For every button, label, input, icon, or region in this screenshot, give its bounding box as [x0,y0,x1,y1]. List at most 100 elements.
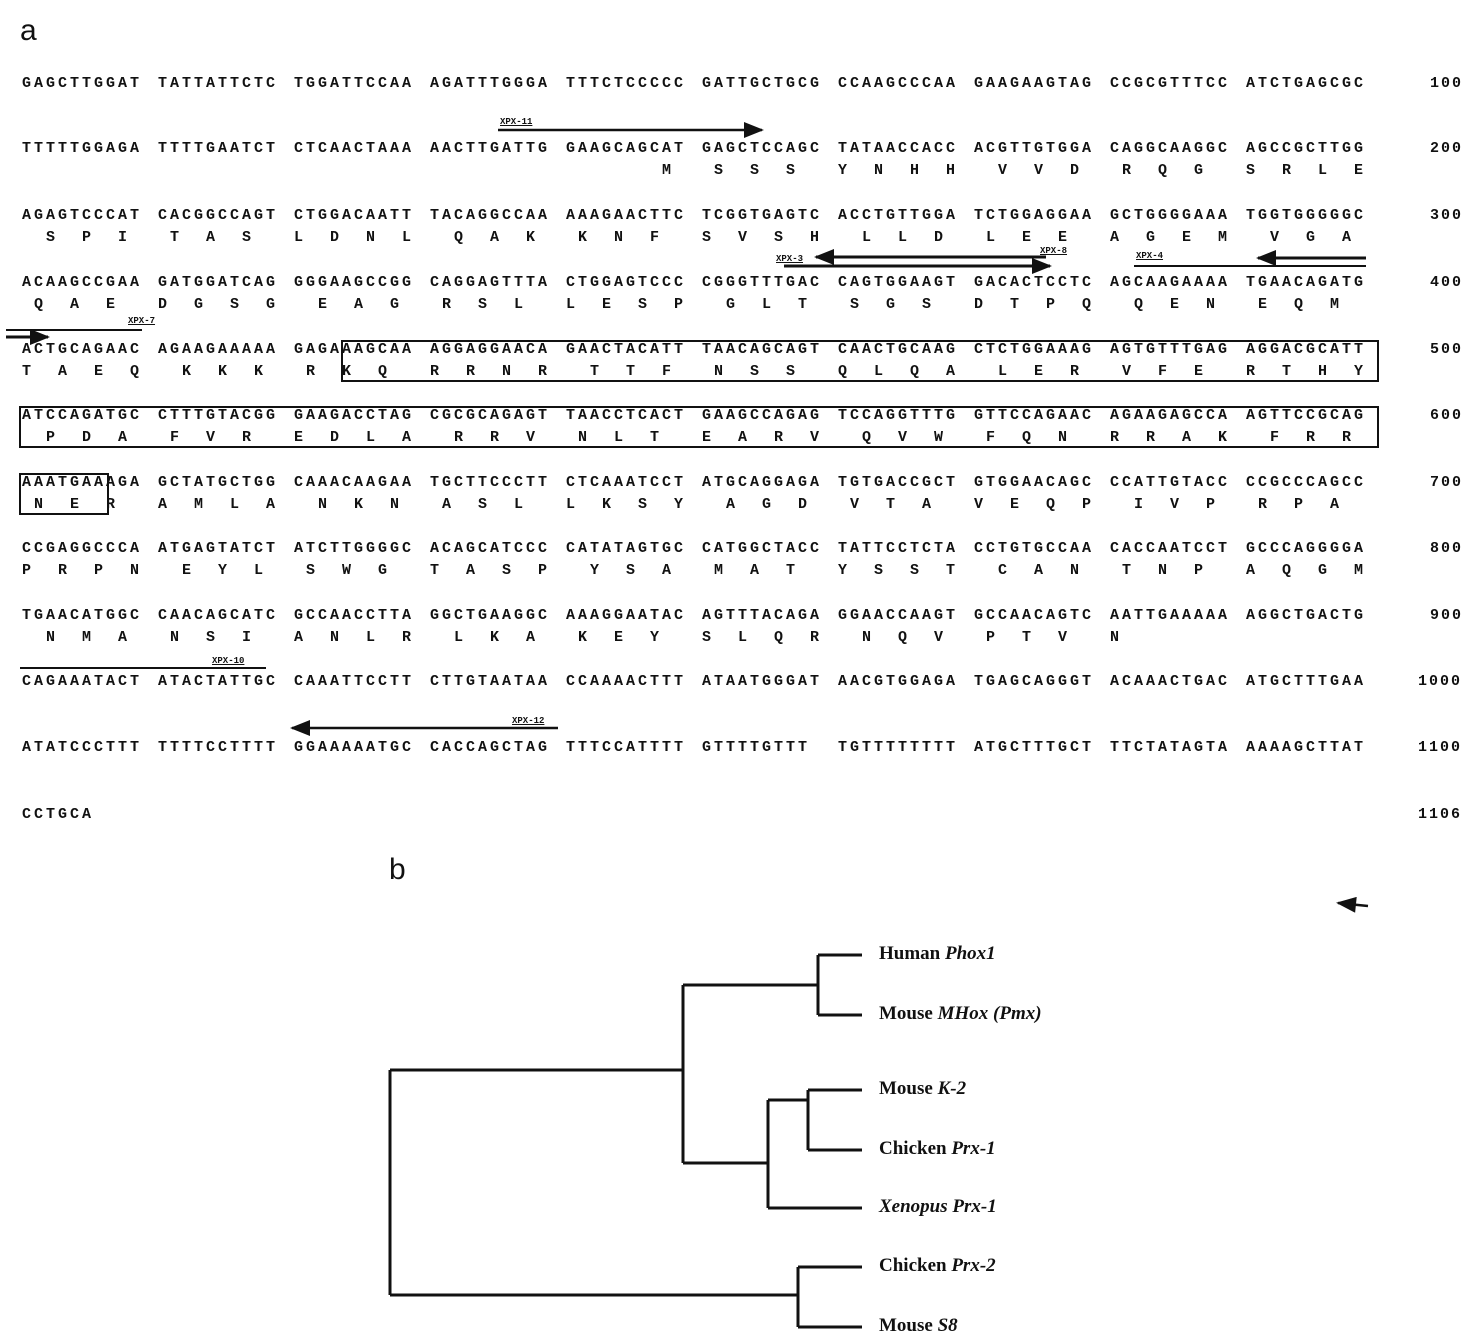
nucleotide-block: AAAGGAATAC [566,607,687,624]
nucleotide-block: TTTCTCCCCC [566,75,687,92]
amino-acid: Q [774,629,784,646]
nucleotide-block: CCTGCA [22,806,95,823]
amino-acid: C [998,562,1008,579]
amino-acid: A [738,429,748,446]
amino-acid: E [1258,296,1268,313]
amino-acid: T [650,429,660,446]
amino-acid: L [614,429,624,446]
amino-acid: R [1282,162,1292,179]
primer-label-xpx11: XPX-11 [500,117,533,127]
amino-acid: L [566,296,576,313]
amino-acid: R [1146,429,1156,446]
amino-acid: S [1246,162,1256,179]
nucleotide-block: TGAGCAGGGT [974,673,1095,690]
amino-acid: R [58,562,68,579]
amino-acid: R [1306,429,1316,446]
nucleotide-block: GCCAACAGTC [974,607,1095,624]
panel-b-label: b [389,853,406,886]
phylogenetic-tree [388,953,862,1329]
amino-acid: K [218,363,228,380]
amino-acid: T [786,562,796,579]
amino-acid: G [1146,229,1156,246]
nucleotide-block: TGAACAGATG [1246,274,1367,291]
nucleotide-block: TGAACATGGC [22,607,143,624]
nucleotide-block: GATTGCTGCG [702,75,823,92]
amino-acid: Y [838,562,848,579]
amino-acid: E [1182,229,1192,246]
nucleotide-block: ATGCAGGAGA [702,474,823,491]
nucleotide-block: TGGTGGGGGC [1246,207,1367,224]
nucleotide-block: CCGCGTTTCC [1110,75,1231,92]
amino-acid: Q [1046,496,1056,513]
amino-acid: S [910,562,920,579]
amino-acid: Q [1022,429,1032,446]
amino-acid: R [402,629,412,646]
nucleotide-block: GAAGAAGTAG [974,75,1095,92]
nucleotide-block: AACTTGATTG [430,140,551,157]
position-number: 1106 [1418,806,1463,823]
primer-label-xpx7: XPX-7 [128,316,156,326]
nucleotide-block: AGATTTGGGA [430,75,551,92]
amino-acid: N [34,496,44,513]
nucleotide-block: TATTATTCTC [158,75,279,92]
nucleotide-block: AGTGTTTGAG [1110,341,1231,358]
amino-acid: T [1122,562,1132,579]
nucleotide-block: CAACAGCATC [158,607,279,624]
nucleotide-block: AAAAGCTTAT [1246,739,1367,756]
amino-acid: N [130,562,140,579]
amino-acid: V [898,429,908,446]
species-name: Xenopus [879,1196,948,1217]
amino-acid: R [1342,429,1352,446]
amino-acid: A [1246,562,1256,579]
amino-acid: V [206,429,216,446]
amino-acid: A [354,296,364,313]
nucleotide-block: GGGAAGCCGG [294,274,415,291]
amino-acid: R [1122,162,1132,179]
amino-acid: Q [1294,296,1304,313]
nucleotide-block: CGGGTTTGAC [702,274,823,291]
nucleotide-block: TCGGTGAGTC [702,207,823,224]
amino-acid: P [986,629,996,646]
nucleotide-block: CAAACAAGAA [294,474,415,491]
tree-leaf-label: Mouse MHox (Pmx) [879,1003,1042,1025]
amino-acid: V [934,629,944,646]
nucleotide-block: AAATGAAAGA [22,474,143,491]
amino-acid: A [58,363,68,380]
amino-acid: D [82,429,92,446]
gene-name: Prx-2 [951,1255,996,1276]
amino-acid: R [466,363,476,380]
amino-acid: N [46,629,56,646]
nucleotide-block: ATATCCCTTT [22,739,143,756]
amino-acid: Y [590,562,600,579]
amino-acid: K [1218,429,1228,446]
position-number: 500 [1430,341,1464,358]
amino-acid: M [1218,229,1228,246]
amino-acid: R [774,429,784,446]
nucleotide-block: CATATAGTGC [566,540,687,557]
amino-acid: S [306,562,316,579]
amino-acid: G [886,296,896,313]
amino-acid: S [850,296,860,313]
amino-acid: E [1022,229,1032,246]
amino-acid: A [1182,429,1192,446]
amino-acid: S [702,229,712,246]
gene-name: Phox1 [945,943,996,964]
amino-acid: Q [1282,562,1292,579]
nucleotide-block: GCCAACCTTA [294,607,415,624]
tree-leaf-label: Mouse S8 [879,1315,958,1337]
amino-acid: L [514,496,524,513]
nucleotide-block: AGAAGAAAAA [158,341,279,358]
amino-acid: F [170,429,180,446]
amino-acid: N [1110,629,1120,646]
amino-acid: F [650,229,660,246]
amino-acid: T [886,496,896,513]
amino-acid: V [738,229,748,246]
amino-acid: K [354,496,364,513]
amino-acid: A [726,496,736,513]
amino-acid: I [118,229,128,246]
amino-acid: A [70,296,80,313]
nucleotide-block: CCGCCCAGCC [1246,474,1367,491]
amino-acid: N [714,363,724,380]
amino-acid: T [946,562,956,579]
amino-acid: S [242,229,252,246]
